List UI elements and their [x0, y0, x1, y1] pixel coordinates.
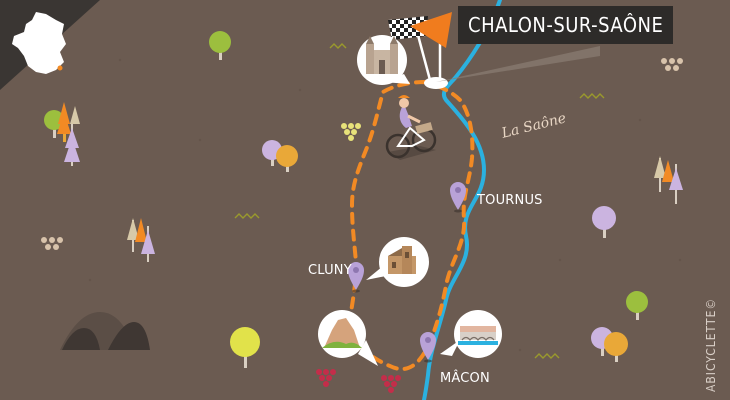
grapes-icon: [316, 369, 336, 387]
town-label-macon: MÂCON: [440, 371, 490, 386]
route-path: [347, 79, 475, 371]
tree-icon: [276, 145, 298, 172]
hills-icon: [60, 312, 150, 350]
cyclist-icon: [385, 95, 437, 160]
france-map-icon: [12, 12, 66, 74]
tree-icon: [654, 156, 683, 204]
grass-tufts: [234, 43, 605, 359]
tree-icon: [626, 291, 648, 320]
tree-icon: [591, 327, 628, 362]
destination-title: CHALON-SUR-SAÔNE: [458, 6, 674, 44]
town-label-cluny: CLUNY: [308, 263, 352, 278]
tree-icon: [127, 218, 155, 262]
abbey-icon: [366, 237, 429, 287]
map-pin-icon: [420, 332, 436, 363]
tree-icon: [230, 327, 260, 368]
grapes-icon: [381, 375, 401, 393]
credit-label: ABICYCLETTE©: [704, 297, 718, 392]
dot-cluster-left: [41, 237, 63, 250]
ground-texture: [88, 58, 682, 352]
tree-icon: [64, 106, 80, 166]
cathedral-icon: [357, 35, 410, 85]
checkered-flag-icon: [388, 12, 452, 81]
tree-icon: [592, 206, 616, 238]
tree-icon: [57, 102, 71, 142]
map-pin-icon: [450, 182, 466, 213]
grapes-icon: [341, 123, 361, 141]
dot-cluster-right: [661, 58, 683, 71]
town-label-tournus: TOURNUS: [477, 193, 543, 208]
tree-icon: [209, 31, 231, 60]
rock-icon: [318, 310, 378, 366]
tree-icon: [44, 110, 64, 138]
map-pin-icon: [348, 262, 364, 293]
bridge-icon: [440, 310, 502, 358]
